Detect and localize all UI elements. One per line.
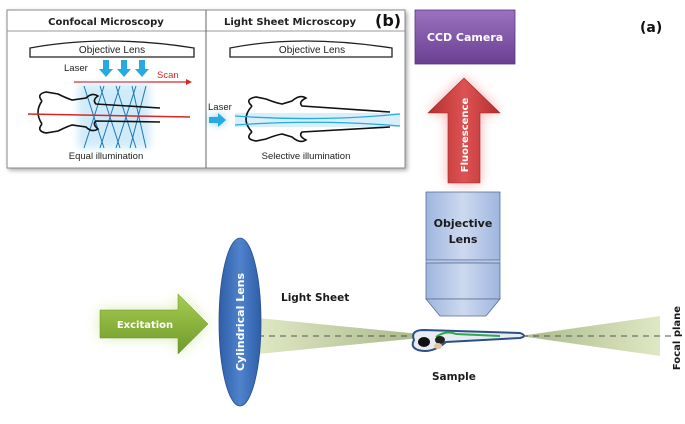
objective-lens-icon xyxy=(29,40,195,58)
fluorescence-label: Fluorescence xyxy=(460,98,471,173)
sheet-edge-top xyxy=(234,113,401,120)
laser-right-arrow-icon xyxy=(209,113,226,127)
lightsheet-laser-label: Laser xyxy=(208,102,232,113)
confocal-caption: Equal illumination xyxy=(69,151,143,162)
objective-lens-icon xyxy=(229,40,393,58)
cylindrical-lens-icon xyxy=(218,237,262,407)
lightsheet-title: Light Sheet Microscopy xyxy=(224,17,357,28)
objective-label-line1: Objective xyxy=(434,217,493,230)
focal-plane-label: Focal plane xyxy=(672,306,683,370)
panel-b: Confocal Microscopy Light Sheet Microsco… xyxy=(6,9,406,169)
objective-lens xyxy=(425,191,501,317)
ccd-camera-label: CCD Camera xyxy=(427,31,503,44)
cylindrical-lens-label: Cylindrical Lens xyxy=(234,273,247,372)
sample-label: Sample xyxy=(432,371,476,383)
lightsheet-objective-label: Objective Lens xyxy=(279,45,345,56)
light-sheet-label: Light Sheet xyxy=(281,292,349,304)
scan-arrow-head-icon xyxy=(186,79,192,85)
panel-a: (a) CCD Camera Fluorescence Objective Le… xyxy=(99,9,683,407)
objective-label-line2: Lens xyxy=(449,233,478,246)
panel-b-tag: (b) xyxy=(375,11,401,30)
sheet-edge-bottom xyxy=(234,121,401,127)
laser-down-arrows-icon xyxy=(99,60,149,77)
confocal-column: Objective Lens Laser Scan xyxy=(27,40,195,162)
sheet-glow xyxy=(235,113,400,127)
scan-plane-line xyxy=(27,113,191,118)
fluorescence-arrow-icon xyxy=(427,77,501,184)
lightsheet-column: Objective Lens Laser Selective illuminat… xyxy=(208,40,401,162)
confocal-title: Confocal Microscopy xyxy=(48,17,164,28)
excitation-arrow-icon xyxy=(99,293,209,355)
excitation-label: Excitation xyxy=(117,320,173,331)
panel-a-tag: (a) xyxy=(640,20,662,36)
lightsheet-caption: Selective illumination xyxy=(262,151,351,162)
scan-label: Scan xyxy=(157,70,179,81)
sample-zebrafish-icon xyxy=(411,328,525,352)
confocal-objective-label: Objective Lens xyxy=(79,45,145,56)
zebrafish-larva-icon xyxy=(245,95,391,143)
zebrafish-larva-icon xyxy=(37,91,161,134)
ccd-camera-box xyxy=(414,9,516,65)
confocal-laser-label: Laser xyxy=(64,63,88,74)
